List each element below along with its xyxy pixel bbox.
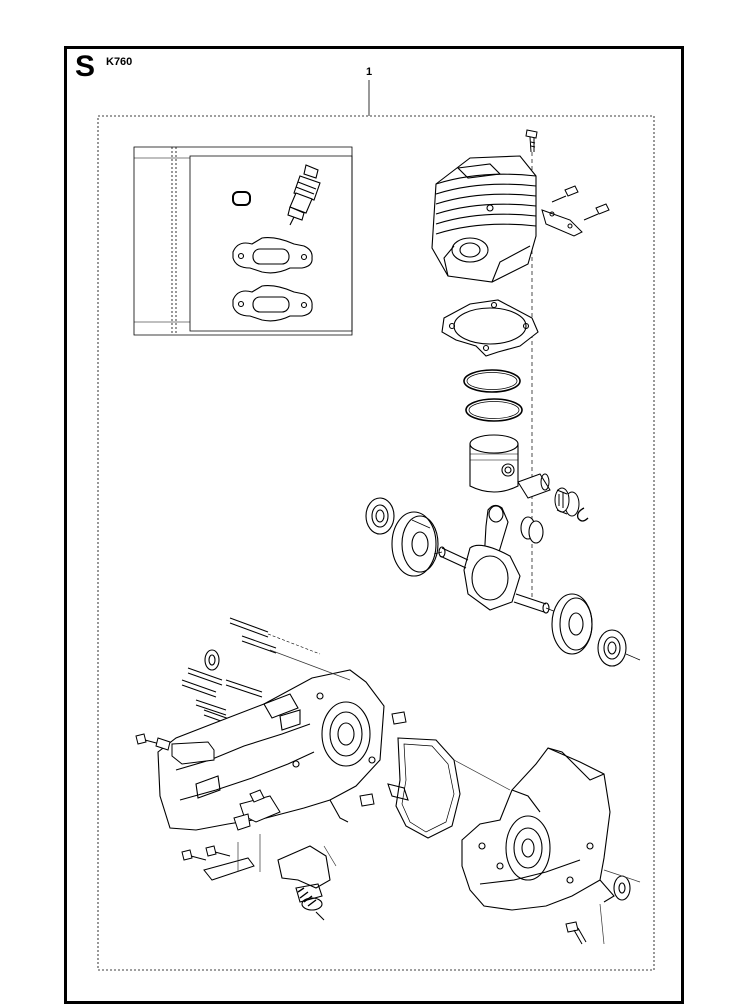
piston-pin-icon [518,474,550,498]
main-bearing-right-icon [598,630,626,666]
oil-seal-right-icon [552,594,592,654]
section-letter: S [75,50,96,83]
main-bearing-left-icon [366,498,394,534]
cylinder-icon [432,156,536,282]
cylinder-base-gasket-icon [442,300,538,356]
model-label: K760 [106,56,133,68]
crankcase-seal-small-icon [205,650,219,670]
reference-number: 1 [366,66,373,78]
o-ring-icon [233,192,250,205]
crankcase-bolts-icon [182,618,320,725]
leader-lines [238,650,640,944]
circlip-icon [578,508,588,521]
chain-tensioner-bolt-icon [136,734,170,750]
piston-ring-lower-icon [466,399,522,421]
mounting-plate-icon [172,742,214,764]
exhaust-gasket-upper [233,238,312,273]
spark-plug-icon [288,165,320,225]
piston-ring-upper-icon [464,370,520,392]
piston-icon [470,435,518,492]
exhaust-gasket-lower [233,286,312,321]
crankcase-right-icon [462,748,614,910]
crankcase-right-bolt-icon [566,922,586,944]
crankcase-left-icon [158,670,384,830]
dowel-pins-icon [360,712,406,806]
crankcase-right-seal-icon [614,876,630,900]
cylinder-bracket-icon [542,186,609,236]
decompression-valve-icon [234,790,280,830]
inset-gasket-kit [134,147,352,335]
kit-dashed-boundary [98,116,654,970]
page-frame [64,46,684,1004]
needle-bearing-icon [555,488,579,516]
lower-plate-icon [204,858,254,880]
crankshaft-icon [439,505,556,613]
screws-lower-left-icon [182,846,230,860]
lever-spring-icon [278,846,330,920]
crankcase-gasket-icon [388,738,460,838]
oil-seal-left-icon [392,512,438,576]
